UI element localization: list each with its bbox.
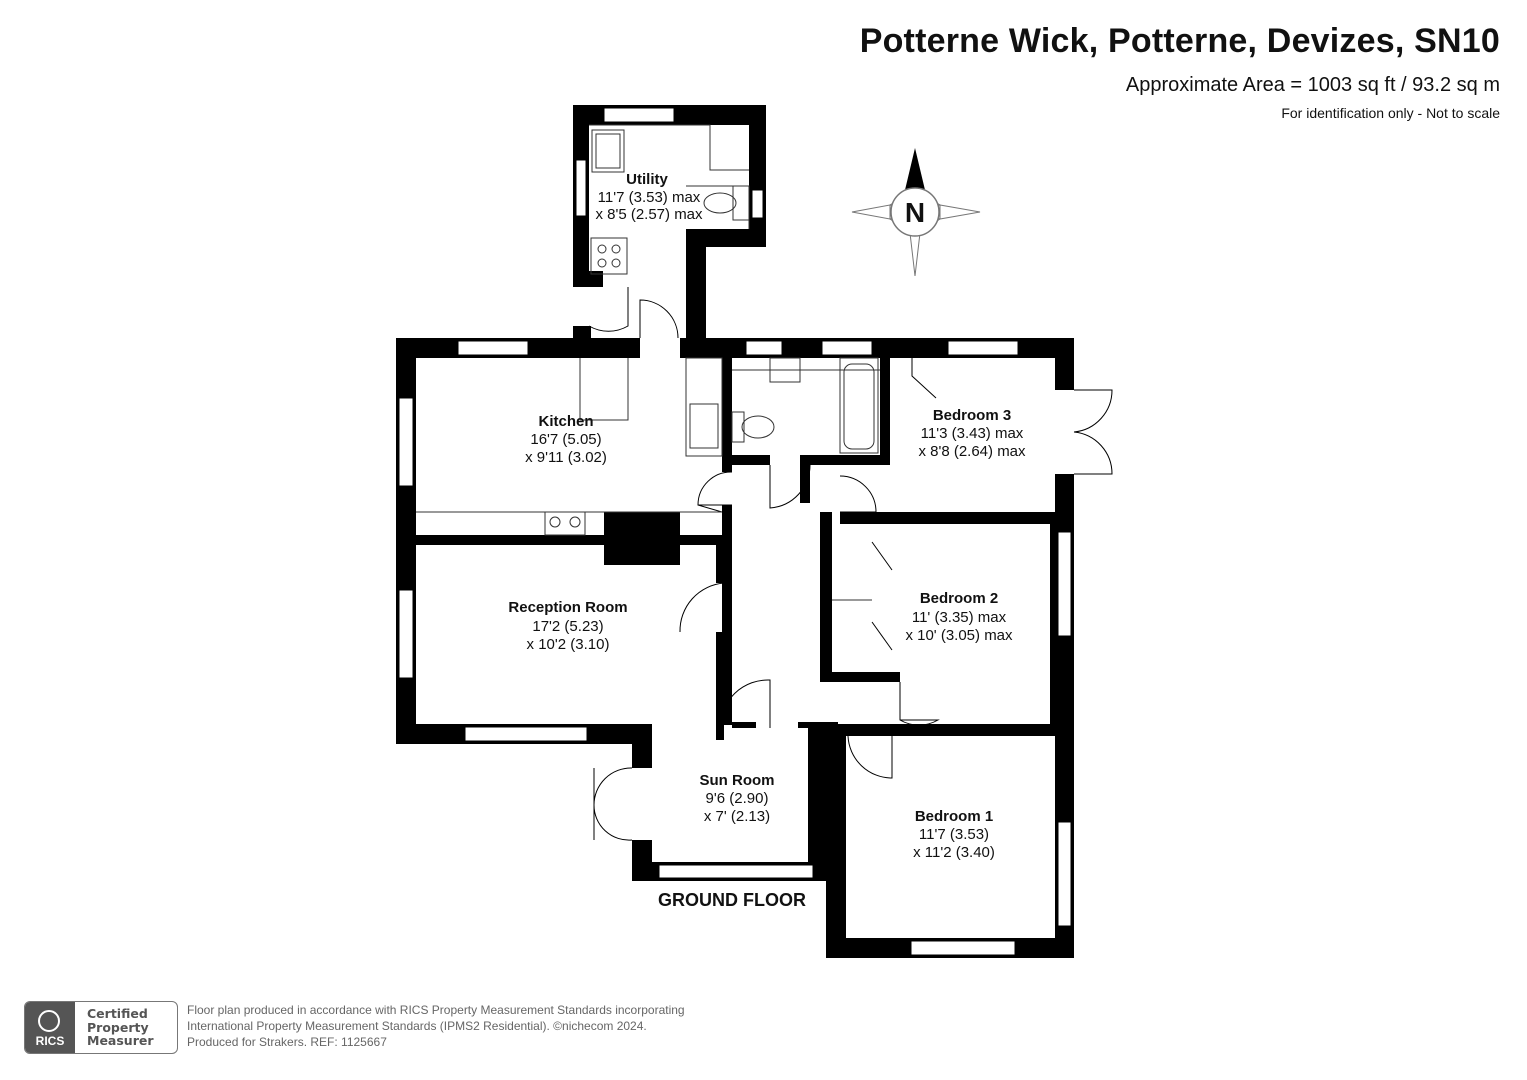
badge-line: Certified — [87, 1006, 148, 1021]
compass-letter: N — [905, 197, 925, 228]
footer-line: Produced for Strakers. REF: 1125667 — [187, 1035, 387, 1049]
rics-logo: RICS — [25, 1002, 75, 1053]
room-dims: 9'6 (2.90) — [706, 790, 769, 807]
room-dims: x 7' (2.13) — [704, 808, 770, 825]
room-bedroom-3: Bedroom 3 11'3 (3.43) max x 8'8 (2.64) m… — [918, 407, 1026, 460]
room-dims: x 9'11 (3.02) — [525, 449, 607, 466]
compass-rose: N — [851, 148, 981, 277]
room-dims: x 8'5 (2.57) max — [595, 206, 703, 223]
rics-certified-badge: RICS Certified Property Measurer — [24, 1001, 178, 1054]
room-name: Bedroom 1 — [915, 808, 993, 825]
room-bedroom-1: Bedroom 1 11'7 (3.53) x 11'2 (3.40) — [913, 808, 995, 861]
room-dims: 17'2 (5.23) — [532, 618, 603, 635]
footer-line: International Property Measurement Stand… — [187, 1019, 647, 1033]
rics-seal-icon — [38, 1010, 60, 1032]
fixtures — [416, 124, 880, 601]
badge-line: Measurer — [87, 1033, 154, 1048]
room-name: Kitchen — [538, 413, 593, 430]
room-dims: 11'7 (3.53) max — [598, 189, 701, 206]
room-name: Bedroom 3 — [933, 407, 1011, 424]
footer-line: Floor plan produced in accordance with R… — [187, 1003, 685, 1017]
room-dims: 16'7 (5.05) — [530, 431, 601, 448]
rics-logo-text: RICS — [35, 1034, 65, 1048]
footer-notes: Floor plan produced in accordance with R… — [187, 1002, 685, 1050]
room-name: Sun Room — [700, 772, 775, 789]
room-bedroom-2: Bedroom 2 11' (3.35) max x 10' (3.05) ma… — [905, 590, 1013, 644]
room-dims: x 8'8 (2.64) max — [918, 443, 1026, 460]
room-dims: x 10'2 (3.10) — [527, 636, 610, 653]
room-name: Reception Room — [508, 599, 627, 616]
room-reception: Reception Room 17'2 (5.23) x 10'2 (3.10) — [508, 599, 627, 653]
windows — [398, 107, 1072, 956]
floor-label: GROUND FLOOR — [658, 890, 806, 910]
room-dims: 11' (3.35) max — [912, 609, 1007, 626]
scale-note: For identification only - Not to scale — [1281, 105, 1500, 121]
room-name: Bedroom 2 — [920, 590, 998, 607]
doors — [588, 287, 1113, 841]
page-title: Potterne Wick, Potterne, Devizes, SN10 — [859, 22, 1500, 60]
room-sun-room: Sun Room 9'6 (2.90) x 7' (2.13) — [700, 772, 775, 825]
room-dims: 11'7 (3.53) — [919, 826, 989, 843]
room-dims: x 10' (3.05) max — [905, 627, 1013, 644]
room-name: Utility — [626, 171, 668, 188]
room-labels: Utility 11'7 (3.53) max x 8'5 (2.57) max… — [508, 171, 1026, 910]
room-dims: 11'3 (3.43) max — [921, 425, 1024, 442]
certified-property-measurer: Certified Property Measurer — [87, 1007, 154, 1048]
badge-line: Property — [87, 1019, 149, 1035]
approximate-area: Approximate Area = 1003 sq ft / 93.2 sq … — [1125, 74, 1500, 96]
room-kitchen: Kitchen 16'7 (5.05) x 9'11 (3.02) — [525, 413, 607, 466]
room-utility: Utility 11'7 (3.53) max x 8'5 (2.57) max — [595, 171, 703, 223]
room-dims: x 11'2 (3.40) — [913, 844, 995, 861]
